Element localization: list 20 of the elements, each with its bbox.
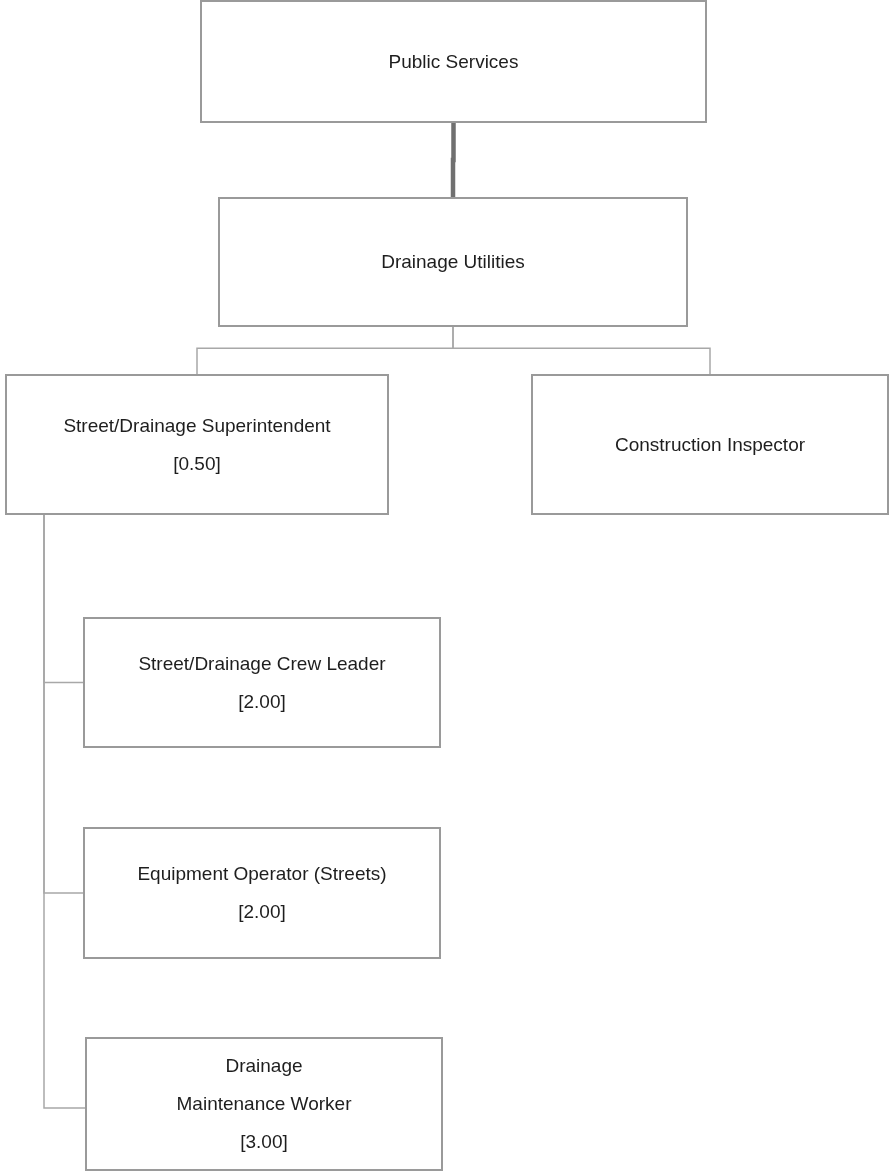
- position-title: Drainage Utilities: [381, 250, 525, 274]
- position-title: Street/Drainage Superintendent: [63, 413, 331, 438]
- org-box: [85, 1037, 443, 1171]
- position-title: [2.00]: [238, 689, 286, 714]
- org-box: [83, 827, 441, 959]
- position-title: Drainage Maintenance Worker: [176, 1054, 352, 1116]
- position-title: [3.00]: [240, 1130, 288, 1154]
- position-title: [2.00]: [238, 900, 286, 924]
- org-box: [218, 197, 688, 327]
- org-box: [531, 374, 889, 515]
- position-title: Equipment Operator (Streets): [137, 862, 387, 886]
- org-box: [83, 617, 441, 748]
- position-title: Construction Inspector: [614, 432, 806, 457]
- org-box: [5, 374, 389, 515]
- position-title: [0.50]: [173, 451, 221, 476]
- org-box: [200, 0, 707, 123]
- position-title: Street/Drainage Crew Leader: [138, 651, 386, 676]
- connector-line: [452, 326, 711, 375]
- connector-line: [450, 123, 456, 197]
- position-title: Public Services: [388, 49, 519, 74]
